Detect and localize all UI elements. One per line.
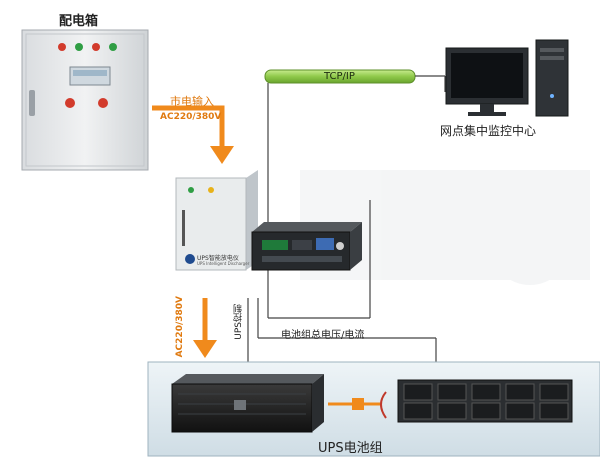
- computer-tower: [535, 39, 569, 117]
- battery-pack: [380, 379, 573, 423]
- device-name-en-label: UPS Intelligent Discharger: [197, 261, 250, 266]
- power-down-arrow: [193, 298, 217, 358]
- indicator-red-2: [92, 43, 100, 51]
- distribution-box-cabinet: [21, 29, 149, 171]
- ups-battery-group-label: UPS电池组: [318, 441, 383, 456]
- device-logo: [185, 254, 195, 264]
- vertical-voltage-label: AC220/380V: [175, 296, 185, 358]
- distribution-box-title: 配电箱: [59, 14, 99, 29]
- ups-battery-link: [328, 398, 380, 410]
- computer-monitor: [445, 47, 529, 116]
- connection-lines: [247, 75, 446, 362]
- tcp-ip-label: TCP/IP: [324, 71, 355, 82]
- button-red-2: [98, 98, 108, 108]
- ups-control-label: UPS控制: [234, 304, 244, 340]
- indicator-green-2: [109, 43, 117, 51]
- button-red-1: [65, 98, 75, 108]
- mains-input-arrow: [152, 105, 234, 164]
- indicator-green-1: [75, 43, 83, 51]
- battery-voltage-current-label: 电池组总电压/电流: [281, 330, 365, 341]
- device-name-label: UPS智能放电仪: [197, 255, 239, 262]
- indicator-red-1: [58, 43, 66, 51]
- ups-cabinet: [171, 374, 324, 433]
- ups-discharger-device: [175, 170, 362, 271]
- mains-voltage-label: AC220/380V: [160, 112, 222, 122]
- cabinet-handle: [29, 90, 35, 116]
- monitoring-center-label: 网点集中监控中心: [440, 124, 537, 138]
- mains-input-label: 市电输入: [170, 95, 214, 108]
- device-indicator-yellow: [208, 187, 214, 193]
- device-indicator-green: [188, 187, 194, 193]
